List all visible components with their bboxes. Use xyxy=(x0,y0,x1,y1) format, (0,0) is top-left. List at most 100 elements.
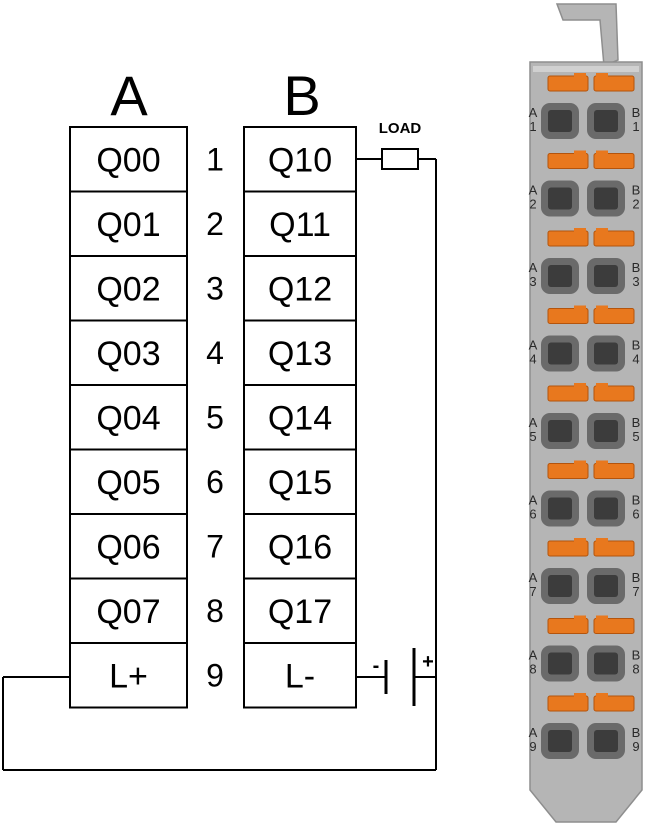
connector-pin-number-b: 5 xyxy=(632,429,639,444)
connector-pin-number-a: 4 xyxy=(529,352,536,367)
connector-lever-tab xyxy=(574,383,586,389)
connector-hole xyxy=(594,652,618,675)
connector-side-a-label: A xyxy=(529,338,538,353)
pin-number: 5 xyxy=(206,399,224,435)
connector-pin-number-b: 1 xyxy=(632,119,639,134)
column-b-label: Q14 xyxy=(268,399,332,437)
connector-side-b-label: B xyxy=(632,648,641,663)
connector-lever-tab xyxy=(596,615,608,622)
pin-number: 2 xyxy=(206,206,224,242)
connector-lever xyxy=(547,308,589,324)
connector-hole xyxy=(594,730,618,752)
connector-lever-tab xyxy=(596,460,608,467)
connector-side-b-label: B xyxy=(632,493,641,508)
connector-side-b-label: B xyxy=(632,570,641,585)
column-b-label: Q13 xyxy=(268,335,332,373)
wiring xyxy=(2,158,437,771)
connector-side-a-label: A xyxy=(529,183,538,198)
connector-lever xyxy=(593,385,635,402)
connector-hole xyxy=(548,575,572,597)
connector-side-b-label: B xyxy=(632,725,641,740)
connector-pin-number-a: 1 xyxy=(529,119,536,134)
connector-pin-number-a: 9 xyxy=(529,739,536,754)
column-b-cell xyxy=(243,577,357,644)
column-a-label: Q06 xyxy=(96,528,160,566)
connector-lever xyxy=(593,153,635,169)
connector-pin-number-a: 3 xyxy=(529,274,536,289)
connector-lever xyxy=(593,695,635,712)
connector-side-b-label: B xyxy=(632,260,641,275)
connector-top-edge xyxy=(533,66,639,72)
connector-pin-number-b: 4 xyxy=(632,352,639,367)
column-b-label: Q16 xyxy=(268,528,332,566)
connector-pin-number-b: 8 xyxy=(632,662,639,677)
column-a-cell xyxy=(69,190,188,257)
connector-pin-number-b: 6 xyxy=(632,507,639,522)
connector-lever-tab xyxy=(574,693,586,699)
connector-lever-tab xyxy=(574,150,586,157)
connector-side-a-label: A xyxy=(529,105,538,120)
connector-pin-number-a: 7 xyxy=(529,584,536,599)
connector-lever-tab xyxy=(596,150,608,157)
column-a-label: Q03 xyxy=(96,335,160,373)
pin-number: 1 xyxy=(206,141,224,177)
connector-side-b-label: B xyxy=(632,415,641,430)
connector-side-a-label: A xyxy=(529,493,538,508)
connector-hole xyxy=(594,110,618,132)
column-a-label: Q07 xyxy=(96,593,160,631)
connector-hole xyxy=(548,187,572,210)
connector-lever xyxy=(547,230,589,247)
column-a-cell xyxy=(69,577,188,644)
connector-side-a-label: A xyxy=(529,415,538,430)
connector-side-a-label: A xyxy=(529,260,538,275)
column-a-cell xyxy=(69,126,188,193)
connector-hole xyxy=(548,110,572,132)
column-a-cell xyxy=(69,642,188,709)
connector-lever-tab xyxy=(596,538,608,544)
connector-pin-number-b: 9 xyxy=(632,739,639,754)
connector-hole xyxy=(548,265,572,287)
column-b-label: Q11 xyxy=(269,206,331,244)
connector-lever-tab xyxy=(574,615,586,622)
column-b-cell xyxy=(243,255,357,322)
column-b-cell xyxy=(243,513,357,580)
connector-side-b-label: B xyxy=(632,338,641,353)
battery-plus-label: + xyxy=(422,651,434,673)
connector-pin-number-a: 2 xyxy=(529,197,536,212)
connector-hole xyxy=(594,187,618,210)
column-a-cell xyxy=(69,448,188,515)
connector-lever-tab xyxy=(574,305,586,312)
connector-lever-tab xyxy=(596,228,608,234)
connector-hole xyxy=(548,342,572,365)
connector-hole xyxy=(548,652,572,675)
connector-pin-number-a: 8 xyxy=(529,662,536,677)
connector-hole xyxy=(594,265,618,287)
load-label: LOAD xyxy=(379,120,422,137)
connector-lever xyxy=(593,75,635,92)
pin-number: 3 xyxy=(206,270,224,306)
column-a-label: Q00 xyxy=(96,141,160,179)
connector-lever-tab xyxy=(596,383,608,389)
connector-lever xyxy=(593,618,635,634)
battery-icon xyxy=(384,648,416,706)
connector-hole xyxy=(594,420,618,442)
connector-pin-number-b: 7 xyxy=(632,584,639,599)
connector-lever xyxy=(593,540,635,557)
connector-hole xyxy=(594,497,618,520)
battery-minus-label: - xyxy=(373,655,380,677)
connector-lever-tab xyxy=(596,693,608,699)
column-a-cell xyxy=(69,319,188,386)
connector-side-a-label: A xyxy=(529,570,538,585)
column-a-header: A xyxy=(110,64,148,127)
column-a-label: Q04 xyxy=(96,399,160,437)
connector-lever-tab xyxy=(574,538,586,544)
connector-lever-tab xyxy=(574,73,586,79)
connector-pin-number-a: 6 xyxy=(529,507,536,522)
column-b-label: Q12 xyxy=(268,270,332,308)
connector-latch xyxy=(555,3,619,68)
